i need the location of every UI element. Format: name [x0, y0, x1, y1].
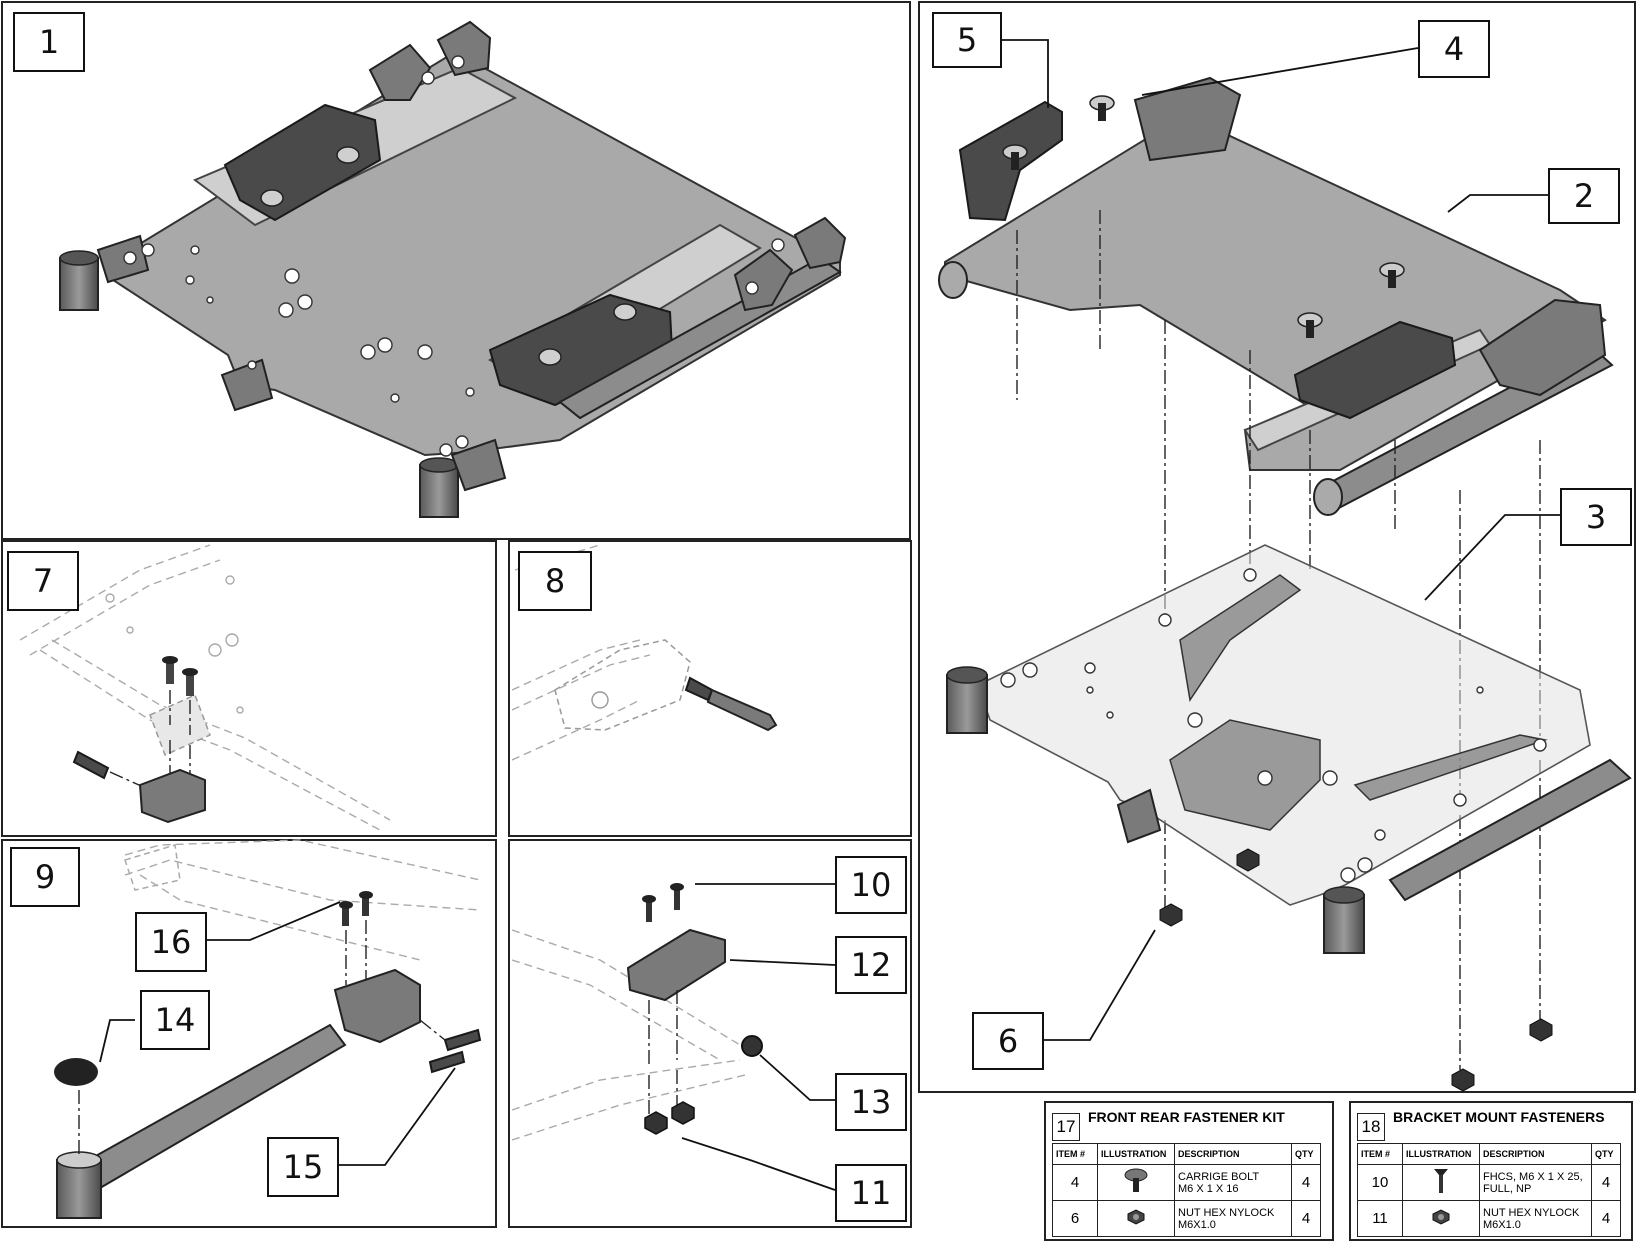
- screw-head: [670, 883, 684, 891]
- col-qty: QTY: [1591, 1143, 1621, 1165]
- col-item: ITEM #: [1357, 1143, 1403, 1165]
- screw-shank: [674, 890, 680, 910]
- screw-head: [642, 895, 656, 903]
- hinge-pin: [706, 688, 778, 732]
- end-cap-left: [59, 257, 99, 311]
- bracket-shadow-rear: [1179, 574, 1302, 702]
- bushing: [741, 1035, 763, 1057]
- hex-nuts: [1159, 848, 1553, 1092]
- leader-lines: [99, 39, 1560, 1191]
- bracket-rear: [223, 103, 382, 222]
- table-row: 10 FHCS, M6 X 1 X 25,FULL, NP 4: [1357, 1164, 1621, 1201]
- kit-parts-table: ITEM # ILLUSTRATION DESCRIPTION QTY 10 F…: [1357, 1143, 1621, 1237]
- end-cap-main-left: [946, 674, 988, 734]
- carriage-bolts: [1002, 95, 1405, 338]
- flat-head-screw-icon: [1434, 1169, 1448, 1193]
- screw-head: [182, 668, 198, 676]
- hex-nut: [671, 1101, 695, 1125]
- kit-table-18: 18 BRACKET MOUNT FASTENERS ITEM # ILLUST…: [1349, 1101, 1633, 1241]
- col-illustration: ILLUSTRATION: [1402, 1143, 1480, 1165]
- screw-head: [162, 656, 178, 664]
- base-holes: [1000, 568, 1547, 883]
- col-description: DESCRIPTION: [1479, 1143, 1592, 1165]
- tube-end: [1313, 478, 1343, 516]
- col-item: ITEM #: [1052, 1143, 1098, 1165]
- hex-nut: [644, 1111, 668, 1135]
- kit-number: 18: [1357, 1113, 1385, 1141]
- hinge-clevis: [138, 768, 206, 824]
- base-tube: [1388, 758, 1632, 902]
- screw-shank: [646, 902, 652, 922]
- hinge-lower: [1478, 298, 1607, 397]
- view-10-frame: [508, 839, 912, 1228]
- view-10-bracket-detail: [511, 883, 763, 1141]
- hinge-rear-right: [436, 20, 492, 77]
- bolt-head: [260, 189, 284, 207]
- hinge-front-right: [793, 216, 847, 270]
- base-plate-transparent: [977, 544, 1591, 906]
- view-main-exploded: [938, 76, 1632, 1092]
- hex-nut-icon: [1432, 1209, 1450, 1225]
- hex-nut-icon: [1127, 1209, 1145, 1225]
- shoulder-bolt: [72, 750, 110, 780]
- bolt-head: [613, 303, 637, 321]
- kit-table-17: 17 FRONT REAR FASTENER KIT ITEM # ILLUST…: [1044, 1101, 1334, 1241]
- ghost-plate-tab: [149, 693, 211, 757]
- screw-shank: [362, 898, 369, 916]
- clamp-bolt: [428, 1050, 466, 1074]
- bracket-shadow-center: [1169, 719, 1321, 831]
- view-9-tube-detail: [54, 839, 482, 1219]
- screw-head: [339, 901, 353, 909]
- view-7-frame: [1, 540, 497, 837]
- end-cap-top: [59, 250, 99, 266]
- tube-clamp-left: [96, 234, 150, 284]
- end-cap-opening: [56, 1151, 102, 1169]
- mounting-holes: [123, 55, 785, 457]
- col-illustration: ILLUSTRATION: [1097, 1143, 1175, 1165]
- kit-number: 17: [1052, 1113, 1080, 1141]
- ghost-holes: [105, 575, 244, 714]
- bolt-head: [538, 348, 562, 366]
- screw-shank: [166, 660, 174, 684]
- kit-title: FRONT REAR FASTENER KIT: [1088, 1109, 1285, 1125]
- bolt-head: [336, 146, 360, 164]
- carriage-bolt-icon: [1124, 1168, 1148, 1192]
- hinge-bracket: [626, 928, 726, 1002]
- tube-end-left: [938, 261, 968, 299]
- view-7-hinge-detail: [19, 544, 391, 831]
- hinge-upper: [1133, 76, 1242, 162]
- ghost-hinge-bracket: [554, 639, 691, 731]
- clamp-bolt: [443, 1028, 482, 1052]
- screw-shank: [342, 908, 349, 926]
- screw-head: [359, 891, 373, 899]
- screw-shank: [186, 672, 194, 696]
- bracket-shadow-front: [1353, 734, 1548, 801]
- ghost-plate: [124, 844, 181, 891]
- mount-bracket-front: [1293, 320, 1457, 420]
- view-1-assembly: [59, 20, 847, 518]
- col-description: DESCRIPTION: [1174, 1143, 1292, 1165]
- kit-parts-table: ITEM # ILLUSTRATION DESCRIPTION QTY 4 CA…: [1052, 1143, 1321, 1237]
- hinge-lower-base: [1116, 788, 1162, 844]
- col-qty: QTY: [1291, 1143, 1321, 1165]
- end-cap-top: [419, 457, 459, 473]
- hinge-rear-left: [368, 43, 432, 101]
- end-cap-right: [419, 464, 459, 518]
- tube-clamp-block: [333, 968, 421, 1044]
- plug-cap: [54, 1058, 98, 1086]
- hinge-front-left: [733, 248, 794, 312]
- kit-title: BRACKET MOUNT FASTENERS: [1393, 1109, 1605, 1125]
- tube-clamp-right: [450, 438, 507, 492]
